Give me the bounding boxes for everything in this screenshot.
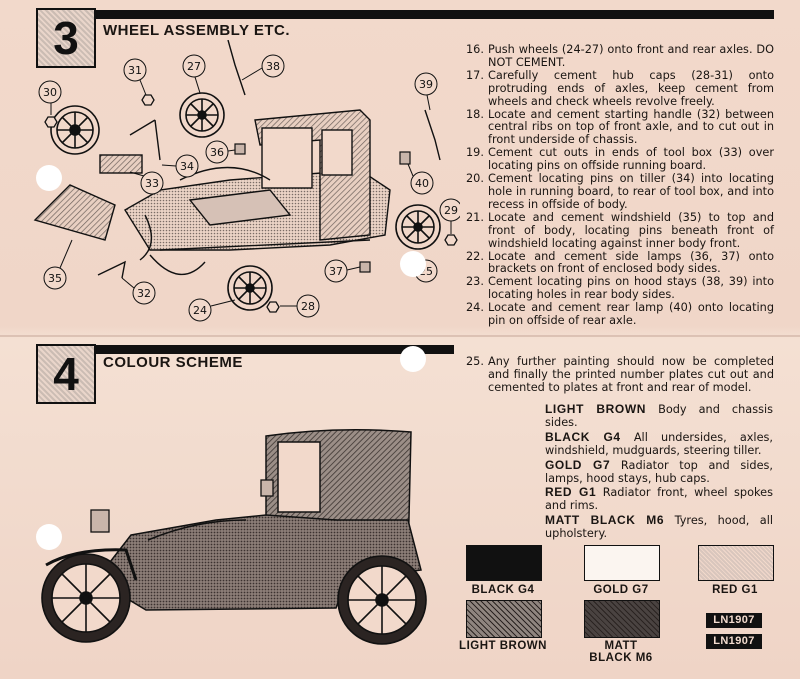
svg-text:36: 36 [210,146,224,159]
svg-text:38: 38 [266,60,280,73]
instruction-16: 16.Push wheels (24-27) onto front and re… [466,43,774,69]
callout-36: 36 [205,140,236,164]
windshield-part [33,184,116,241]
swatch-black-g4 [466,545,542,581]
svg-text:32: 32 [137,287,151,300]
step-3-rule [94,10,774,19]
number-plate-rear: LN1907 [706,634,762,649]
svg-text:34: 34 [180,160,194,173]
svg-text:24: 24 [193,304,207,317]
callout-37: 37 [324,259,361,283]
number-plate-front: LN1907 [706,613,762,628]
swatch-label-light-brown: LIGHT BROWN [459,640,547,652]
car-body-exploded [33,40,441,279]
instruction-21: 21.Locate and cement windshield (35) to … [466,210,774,250]
rear-wheel [337,555,427,645]
punch-hole [400,346,426,372]
callout-34: 34 [161,154,199,178]
svg-text:31: 31 [128,64,142,77]
swatch-label-black-g4: BLACK G4 [471,584,535,596]
step-3-box: 3 [36,8,96,68]
svg-text:40: 40 [415,177,429,190]
step-4-title: COLOUR SCHEME [103,354,243,371]
svg-text:39: 39 [419,78,433,91]
swatch-label-matt-black-m6: MATT BLACK M6 [589,640,653,664]
scheme-black-g4: BLACK G4 All undersides, axles, windshie… [545,429,773,457]
callout-38: 38 [241,54,285,81]
step-4-number: 4 [53,348,79,400]
svg-text:33: 33 [145,177,159,190]
wheel-assembly-drawing: 31 27 38 30 39 36 34 33 40 29 35 37 25 3… [33,40,460,322]
scheme-matt-black-m6: MATT BLACK M6 Tyres, hood, all upholster… [545,513,773,541]
tool-box-part [99,154,143,174]
instruction-22: 22.Locate and cement side lamps (36, 37)… [466,249,774,276]
callout-24: 24 [188,298,236,322]
colour-scheme-list: LIGHT BROWN Body and chassis sides. BLAC… [545,403,773,542]
instruction-20: 20.Cement locating pins on tiller (34) i… [466,172,774,211]
swatch-label-gold-g7: GOLD G7 [593,584,649,596]
svg-text:28: 28 [301,300,315,313]
svg-text:29: 29 [444,204,458,217]
wheel-rear-left [50,105,100,155]
callout-32: 32 [121,277,156,305]
instruction-17: 17.Carefully cement hub caps (28-31) ont… [466,68,774,108]
tiller-part [129,119,161,161]
callout-35: 35 [43,239,73,290]
wheel-rear-top [179,92,225,138]
svg-text:27: 27 [187,60,201,73]
step-3-instructions: 16.Push wheels (24-27) onto front and re… [466,43,774,328]
car-side-view [41,429,427,645]
hood-stay-39-part [424,109,441,161]
step-4-divider [94,345,96,401]
swatch-label-red-g1: RED G1 [712,584,758,596]
step-3-title: WHEEL ASSEMBLY ETC. [103,22,291,39]
callout-30: 30 [38,80,62,115]
punch-hole [400,251,426,277]
instruction-18: 18.Locate and cement starting handle (32… [466,107,774,147]
scheme-gold-g7: GOLD G7 Radiator top and sides, lamps, h… [545,457,773,485]
step-4-box: 4 [36,344,96,404]
part-callouts: 31 27 38 30 39 36 34 33 40 29 35 37 25 3… [38,54,460,322]
starting-handle-part [97,260,126,279]
callout-28: 28 [280,294,320,318]
svg-text:30: 30 [43,86,57,99]
step-3-number: 3 [53,12,79,64]
step-4-rule [94,345,454,354]
svg-text:37: 37 [329,265,343,278]
instruction-19: 19.Cement cut outs in ends of tool box (… [466,146,774,173]
svg-text:35: 35 [48,272,62,285]
instruction-25: 25.Any further painting should now be co… [466,355,774,394]
scheme-light-brown: LIGHT BROWN Body and chassis sides. [545,402,774,429]
callout-33: 33 [129,171,164,195]
wheel-front-bottom [227,265,273,311]
swatch-gold-g7 [584,545,660,581]
swatch-matt-black-m6 [584,600,660,638]
hub-caps [44,94,458,313]
callout-27: 27 [182,54,206,94]
instruction-24: 24.Locate and cement rear lamp (40) onto… [466,301,774,328]
swatch-red-g1 [698,545,774,581]
step-3-divider [94,10,96,66]
callout-29: 29 [439,198,460,234]
callout-40: 40 [407,163,434,195]
callout-39: 39 [414,72,438,111]
scheme-red-g1: RED G1 Radiator front, wheel spokes and … [545,485,773,513]
callout-31: 31 [123,58,147,96]
swatch-light-brown [466,600,542,638]
punch-hole [36,165,62,191]
sheet-fold [0,335,800,337]
punch-hole [36,524,62,550]
instruction-23: 23.Cement locating pins on hood stays (3… [466,275,774,302]
front-wheel [41,553,131,643]
hood-stay-38-part [227,40,246,96]
radiator [90,479,274,533]
wheel-front-right [395,204,441,250]
